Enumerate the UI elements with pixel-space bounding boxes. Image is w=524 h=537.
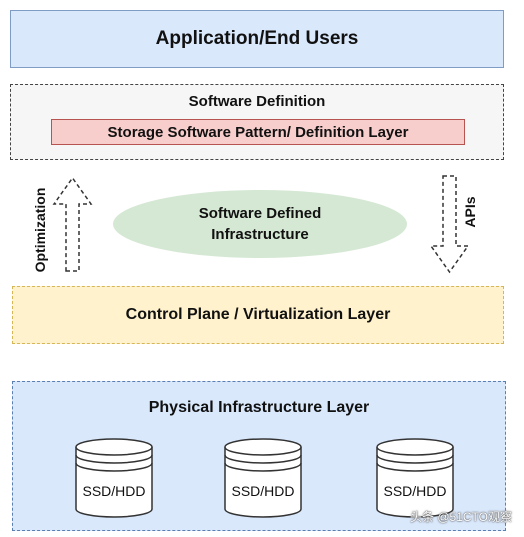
control-plane-label: Control Plane / Virtualization Layer (125, 306, 391, 323)
disk-label: SSD/HDD (383, 483, 447, 499)
optimization-label: Optimization (32, 187, 48, 273)
software-definition-box: Software Definition Storage Software Pat… (10, 84, 504, 160)
storage-definition-layer-box: Storage Software Pattern/ Definition Lay… (51, 119, 465, 145)
application-end-users-box: Application/End Users (10, 10, 504, 68)
disk-1: SSD/HDD (74, 437, 154, 519)
physical-infrastructure-box: Physical Infrastructure Layer SSD/HDD SS… (12, 381, 506, 531)
ellipse-line-2: Infrastructure (211, 226, 309, 243)
disk-3: SSD/HDD (375, 437, 455, 519)
disk-2: SSD/HDD (223, 437, 303, 519)
optimization-up-arrow (52, 176, 93, 272)
physical-infrastructure-title: Physical Infrastructure Layer (148, 399, 370, 416)
apis-label: APIs (462, 196, 478, 228)
disk-icon (75, 438, 153, 518)
watermark-text: 头条 @51CTO观察 (410, 510, 512, 524)
software-definition-title: Software Definition (188, 93, 326, 110)
ellipse-line-1: Software Defined (198, 205, 322, 222)
control-plane-box: Control Plane / Virtualization Layer (12, 286, 504, 344)
software-defined-infrastructure-ellipse: Software Defined Infrastructure (113, 190, 407, 258)
disk-icon (376, 438, 454, 518)
disk-label: SSD/HDD (82, 483, 146, 499)
application-end-users-label: Application/End Users (155, 28, 359, 49)
disk-label: SSD/HDD (231, 483, 295, 499)
disk-icon (224, 438, 302, 518)
storage-definition-layer-label: Storage Software Pattern/ Definition Lay… (107, 123, 409, 141)
